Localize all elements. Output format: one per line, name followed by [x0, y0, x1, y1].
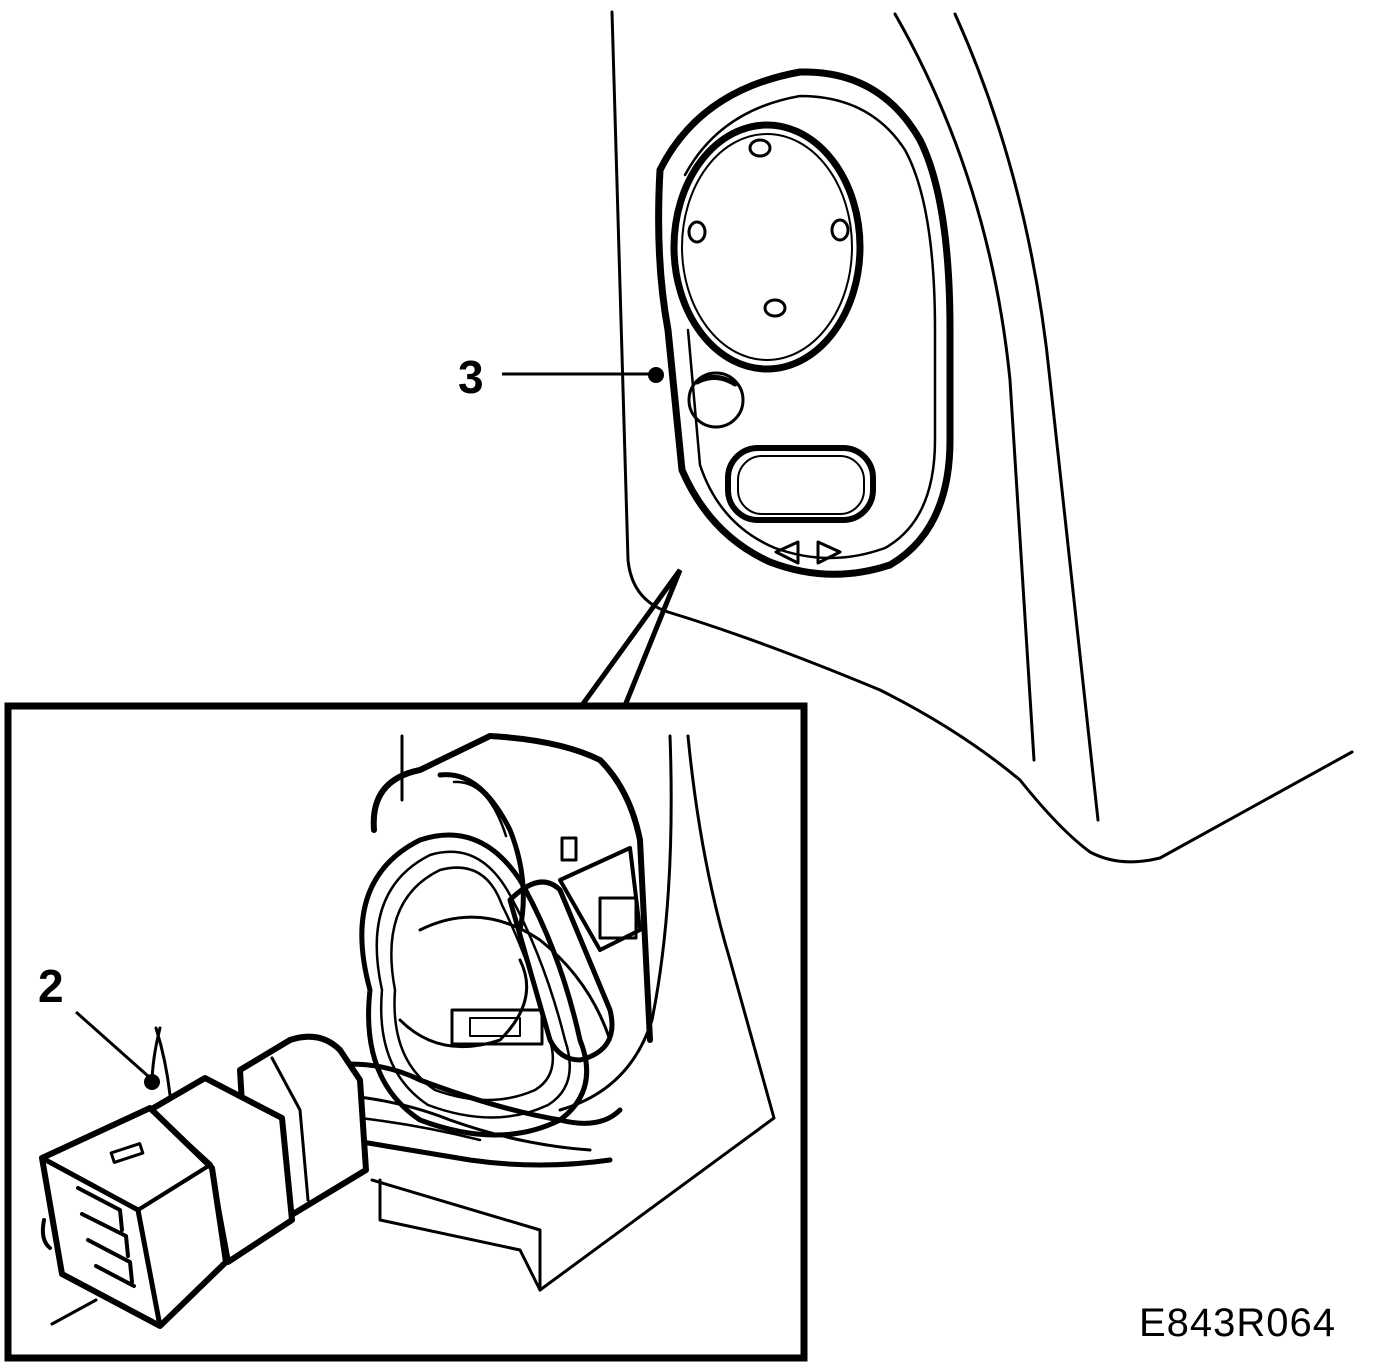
- callout-label-3: 3: [458, 351, 484, 403]
- detail-inset-content: [327, 733, 776, 1292]
- detail-zoom-pointer: [577, 568, 683, 710]
- callout-leader-3: [502, 367, 664, 383]
- door-trim-panel: [610, 10, 1354, 864]
- mirror-control-switch: [655, 68, 954, 578]
- callout-leader-2: [75, 1010, 160, 1090]
- figure-reference-code: E843R064: [1138, 1301, 1336, 1345]
- wiring-connector: [39, 1026, 369, 1329]
- callout-label-2: 2: [38, 960, 64, 1012]
